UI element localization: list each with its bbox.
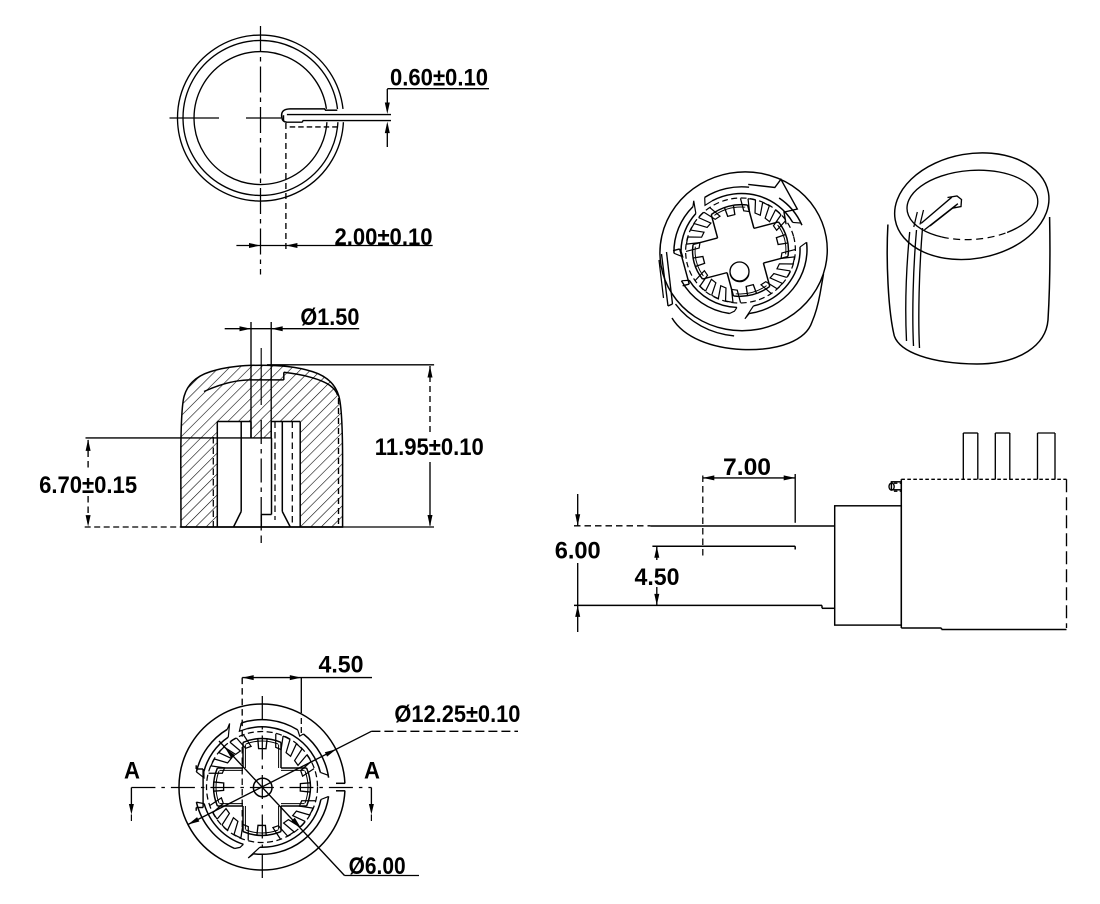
svg-text:Ø12.25±0.10: Ø12.25±0.10 <box>394 701 520 728</box>
svg-text:Ø6.00: Ø6.00 <box>349 853 406 880</box>
svg-text:Ø1.50: Ø1.50 <box>300 304 359 331</box>
svg-text:A: A <box>124 758 140 785</box>
svg-text:0.60±0.10: 0.60±0.10 <box>390 65 488 92</box>
svg-text:7.00: 7.00 <box>723 454 771 481</box>
svg-text:11.95±0.10: 11.95±0.10 <box>375 434 484 461</box>
svg-text:4.50: 4.50 <box>319 652 364 679</box>
svg-text:6.00: 6.00 <box>555 538 601 565</box>
svg-text:2.00±0.10: 2.00±0.10 <box>335 224 433 251</box>
svg-text:6.70±0.15: 6.70±0.15 <box>39 472 137 499</box>
svg-text:4.50: 4.50 <box>635 564 680 591</box>
svg-text:A: A <box>364 758 380 785</box>
